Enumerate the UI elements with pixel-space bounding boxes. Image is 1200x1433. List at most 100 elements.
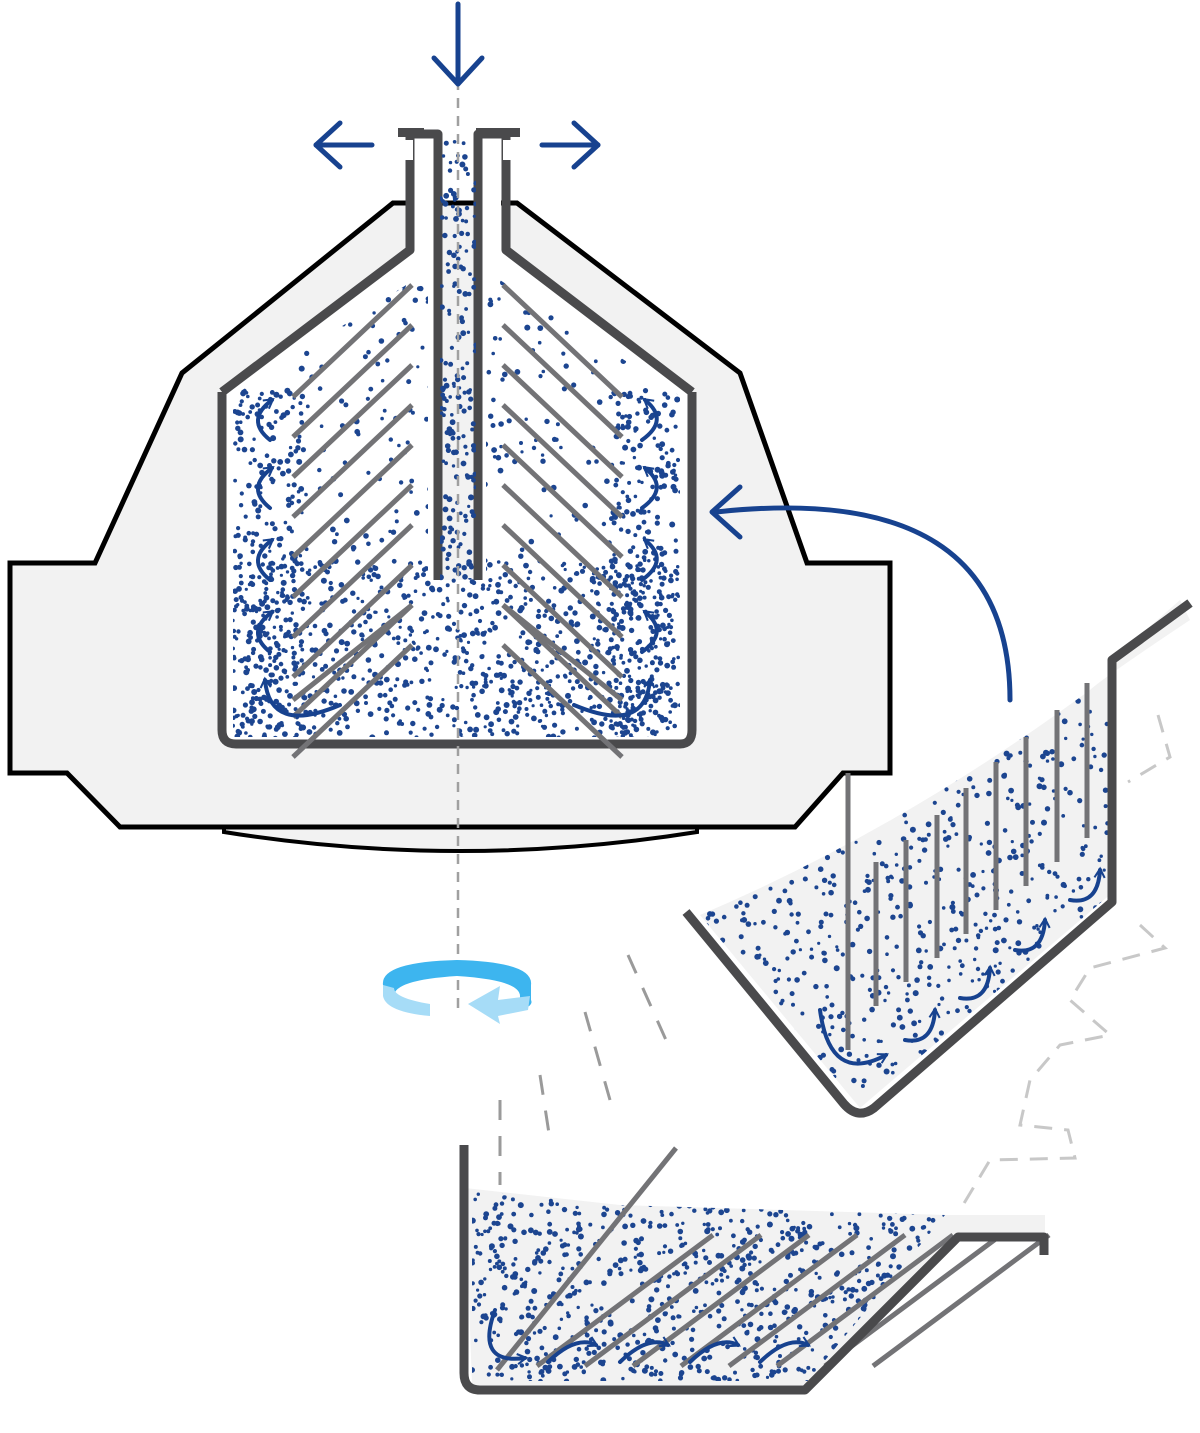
particle bbox=[450, 191, 457, 197]
particle bbox=[434, 724, 440, 730]
particle bbox=[732, 1194, 737, 1198]
particle bbox=[907, 1206, 914, 1213]
particle bbox=[250, 539, 256, 544]
particle bbox=[591, 1349, 597, 1355]
particle bbox=[739, 1257, 746, 1263]
particle bbox=[903, 777, 909, 782]
particle bbox=[542, 613, 547, 618]
particle bbox=[720, 1018, 726, 1024]
particle bbox=[694, 1305, 699, 1310]
particle bbox=[624, 509, 630, 515]
particle bbox=[420, 345, 425, 350]
particle bbox=[812, 1368, 816, 1372]
particle bbox=[710, 996, 717, 1003]
particles bbox=[233, 278, 680, 737]
particle bbox=[914, 1318, 921, 1325]
particle bbox=[519, 547, 525, 553]
particle bbox=[421, 567, 427, 573]
particle bbox=[645, 584, 651, 590]
particle bbox=[830, 873, 836, 879]
particle bbox=[280, 470, 286, 477]
particle bbox=[540, 453, 545, 457]
particle bbox=[446, 269, 451, 274]
particle bbox=[767, 1024, 772, 1030]
particle bbox=[645, 529, 652, 535]
particle bbox=[366, 613, 373, 620]
particle bbox=[816, 1023, 822, 1029]
particle bbox=[412, 641, 416, 646]
particle bbox=[761, 919, 766, 925]
particle bbox=[757, 881, 763, 887]
particle bbox=[502, 1266, 507, 1271]
particle bbox=[241, 412, 246, 416]
particle bbox=[896, 975, 901, 980]
particle bbox=[640, 567, 646, 573]
particle bbox=[768, 886, 773, 891]
particle bbox=[382, 408, 387, 413]
particle bbox=[469, 509, 475, 515]
particle bbox=[1009, 889, 1014, 894]
particle bbox=[731, 1233, 736, 1239]
particle bbox=[488, 584, 492, 588]
particle bbox=[823, 911, 829, 917]
particle bbox=[658, 1371, 664, 1376]
particle bbox=[1037, 977, 1042, 982]
particle bbox=[490, 732, 495, 737]
particle bbox=[544, 418, 550, 425]
particle bbox=[740, 1308, 744, 1312]
particle bbox=[269, 560, 275, 566]
particle bbox=[472, 471, 476, 477]
particle bbox=[299, 567, 305, 572]
particle bbox=[792, 1225, 796, 1229]
particle bbox=[1105, 972, 1110, 978]
particle bbox=[754, 1288, 759, 1293]
particle bbox=[807, 840, 812, 845]
particle bbox=[495, 660, 501, 665]
particle bbox=[627, 674, 632, 678]
particle bbox=[570, 1285, 575, 1289]
particle bbox=[1012, 1021, 1016, 1025]
particle bbox=[475, 1228, 479, 1233]
particle bbox=[887, 1215, 893, 1221]
particle bbox=[498, 671, 503, 677]
particle bbox=[879, 1380, 884, 1381]
particle bbox=[249, 404, 255, 410]
particle bbox=[274, 409, 279, 414]
particle bbox=[861, 1078, 867, 1084]
particle bbox=[918, 1341, 922, 1345]
particle bbox=[443, 382, 450, 389]
particle bbox=[695, 1363, 701, 1370]
particle bbox=[483, 677, 488, 682]
particle bbox=[669, 447, 675, 453]
particle bbox=[849, 1250, 855, 1256]
particle bbox=[471, 447, 476, 453]
particle bbox=[731, 1041, 735, 1045]
particle bbox=[558, 587, 565, 594]
particle bbox=[341, 688, 347, 694]
particle bbox=[1051, 789, 1056, 793]
particle bbox=[300, 606, 306, 611]
particle bbox=[1093, 825, 1098, 830]
particle bbox=[415, 572, 420, 577]
particle bbox=[808, 824, 813, 829]
particle bbox=[894, 863, 899, 867]
particle bbox=[442, 506, 449, 513]
particle bbox=[459, 315, 464, 321]
particle bbox=[701, 899, 706, 904]
particle bbox=[857, 1212, 862, 1217]
particle bbox=[534, 1355, 540, 1362]
particle bbox=[1062, 986, 1067, 991]
particle bbox=[341, 676, 345, 680]
particle bbox=[1062, 973, 1067, 977]
particle bbox=[932, 800, 937, 805]
particle bbox=[483, 1229, 487, 1234]
particle bbox=[384, 608, 389, 613]
particle bbox=[942, 1105, 948, 1108]
particle bbox=[947, 816, 953, 822]
particle bbox=[377, 706, 382, 712]
particle bbox=[448, 187, 454, 193]
particle bbox=[890, 968, 896, 973]
particle bbox=[277, 459, 284, 465]
particle bbox=[782, 1367, 788, 1373]
particle bbox=[810, 1348, 815, 1352]
